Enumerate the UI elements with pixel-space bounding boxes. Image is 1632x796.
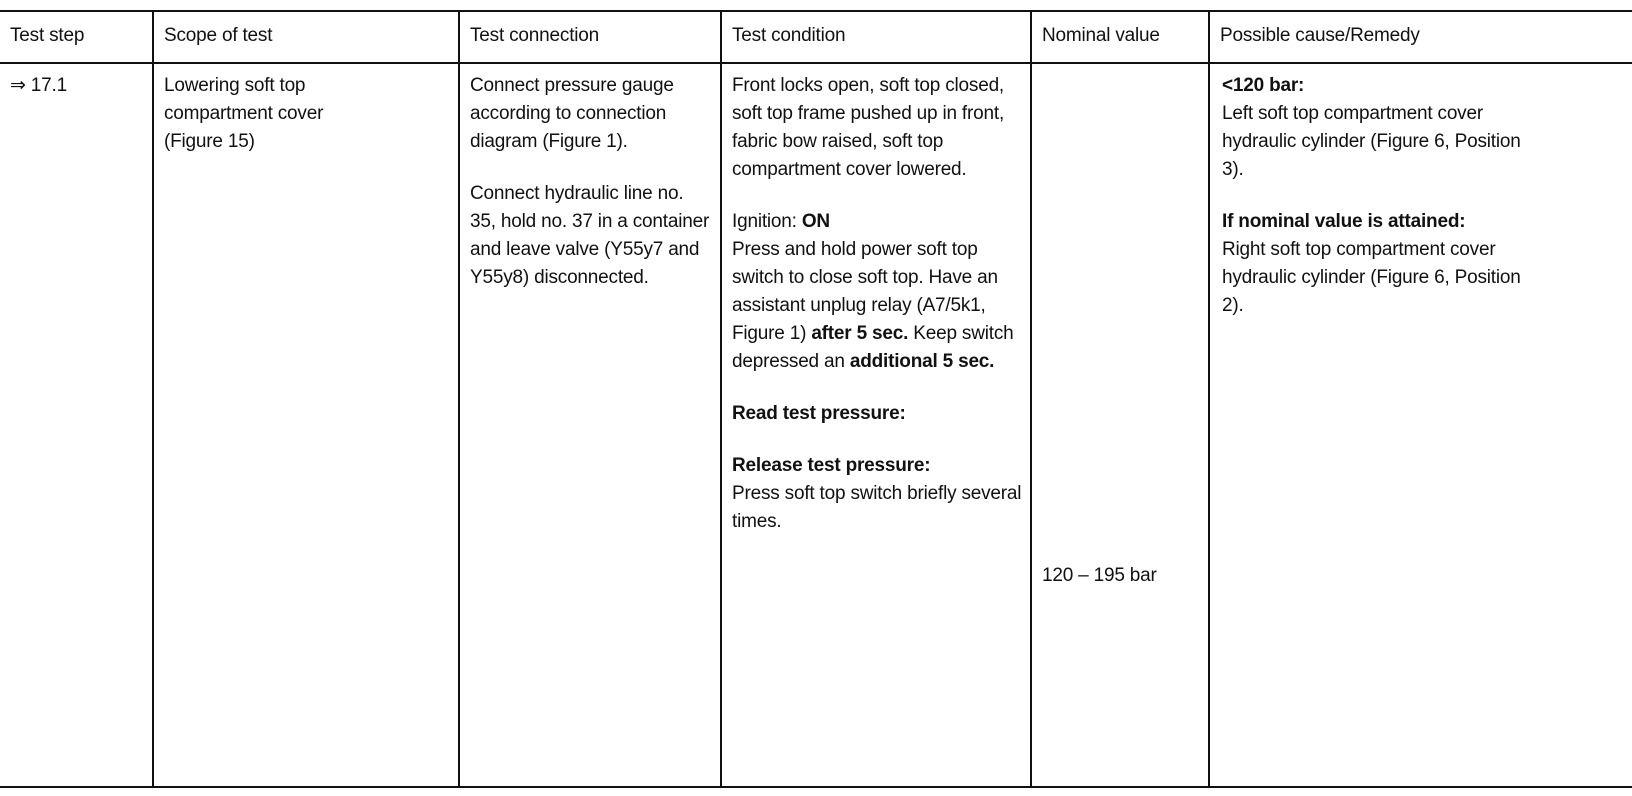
possible-cause-cell: <120 bar: Left soft top compartment cover… <box>1222 72 1538 320</box>
press-instruction-continued: Keep switch depressed an <box>732 323 1014 372</box>
cause-nominal-attained: If nominal value is attained: Right soft … <box>1222 208 1538 320</box>
header-divider-rule <box>0 62 1632 64</box>
press-instruction: Press and hold power soft top switch to … <box>732 239 998 344</box>
header-test-connection: Test connection <box>470 25 600 46</box>
ignition-value: ON <box>801 211 830 232</box>
test-connection-cell: Connect pressure gauge according to conn… <box>470 72 714 292</box>
cause-ok-label: If nominal value is attained: <box>1222 211 1466 232</box>
scope-of-test-text: Lowering soft top compartment cover (Fig… <box>164 75 324 152</box>
header-nominal-value: Nominal value <box>1042 25 1160 46</box>
column-divider <box>1030 10 1032 786</box>
column-divider <box>152 10 154 786</box>
header-test-condition: Test condition <box>732 25 846 46</box>
header-possible-cause: Possible cause/Remedy <box>1220 25 1420 46</box>
test-step-number: ⇒ 17.1 <box>10 75 67 96</box>
release-label: Release test pressure: <box>732 455 931 476</box>
read-pressure-label: Read test pressure: <box>732 400 1026 428</box>
connection-paragraph: Connect hydraulic line no. 35, hold no. … <box>470 183 710 288</box>
header-test-step: Test step <box>10 25 85 46</box>
ignition-instructions: Ignition: ON Press and hold power soft to… <box>732 208 1026 376</box>
table-bottom-rule <box>0 786 1632 788</box>
press-additional-emphasis: additional 5 sec. <box>849 351 995 372</box>
read-pressure-text: Read test pressure: <box>732 403 906 424</box>
table-top-rule <box>0 10 1632 12</box>
cause-low-pressure: <120 bar: Left soft top compartment cover… <box>1222 72 1538 184</box>
column-divider <box>458 10 460 786</box>
column-divider <box>1208 10 1210 786</box>
header-scope-of-test: Scope of test <box>164 25 273 46</box>
ignition-label: Ignition: <box>732 211 802 232</box>
nominal-value-text: 120 – 195 bar <box>1042 565 1157 586</box>
cause-low-text: Left soft top compartment cover hydrauli… <box>1222 103 1521 180</box>
condition-paragraph: Front locks open, soft top closed, soft … <box>732 75 1005 180</box>
press-after-emphasis: after 5 sec. <box>811 323 909 344</box>
connection-paragraph: Connect pressure gauge according to conn… <box>470 75 674 152</box>
column-divider <box>720 10 722 786</box>
release-instructions: Release test pressure: Press soft top swi… <box>732 452 1026 536</box>
test-condition-cell: Front locks open, soft top closed, soft … <box>732 72 1026 536</box>
cause-ok-text: Right soft top compartment cover hydraul… <box>1222 239 1521 316</box>
cause-low-label: <120 bar: <box>1222 75 1305 96</box>
release-text: Press soft top switch briefly several ti… <box>732 483 1022 532</box>
